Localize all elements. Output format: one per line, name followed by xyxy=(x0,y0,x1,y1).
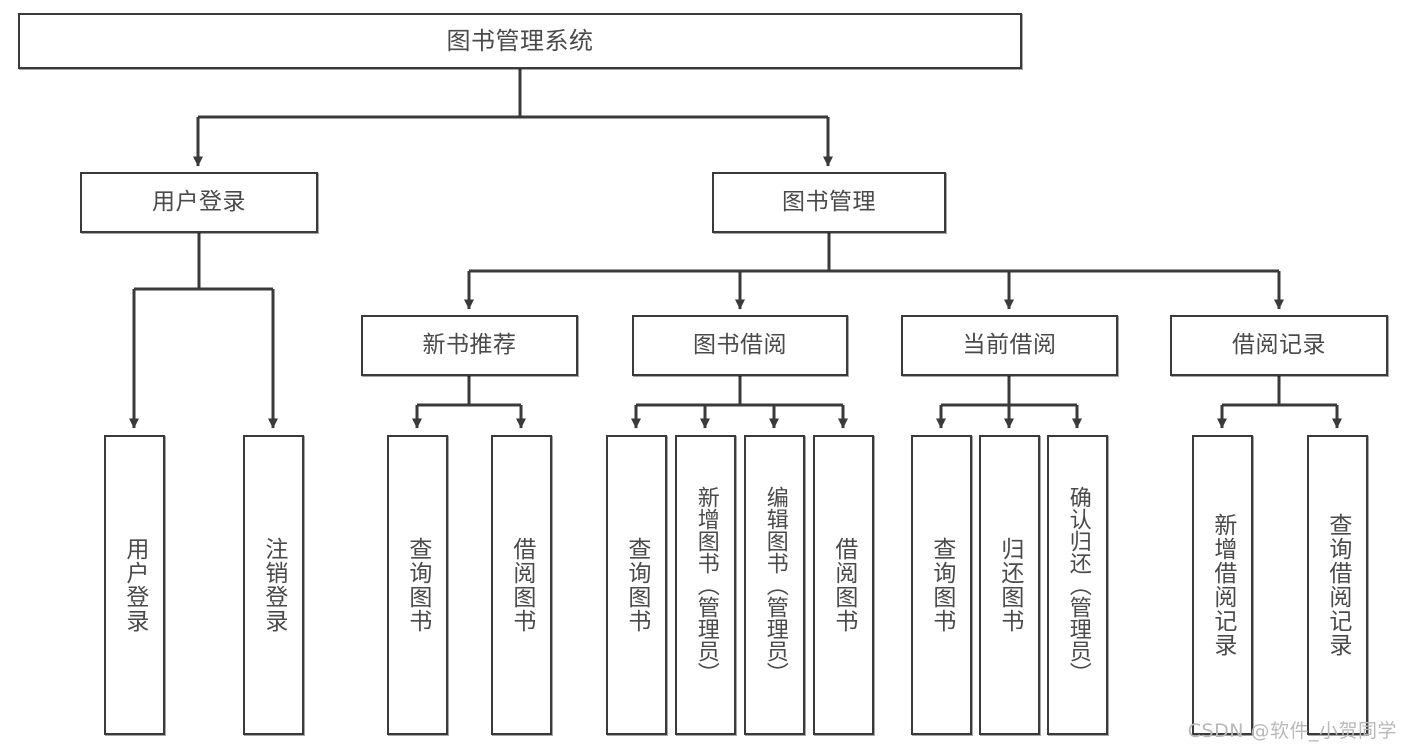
leaf-records-query-record[interactable]: 查询借阅记录 xyxy=(1307,435,1368,735)
leaf-logout[interactable]: 注销登录 xyxy=(243,435,304,735)
node-book-management[interactable]: 图书管理 xyxy=(712,172,946,233)
leaf-newbook-query-book[interactable]: 查询图书 xyxy=(387,435,448,735)
node-label: 用户登录 xyxy=(121,537,148,633)
leaf-user-login[interactable]: 用户登录 xyxy=(104,435,165,735)
leaf-current-confirm-return-admin[interactable]: 确认归还（管理员） xyxy=(1047,435,1108,735)
node-label: 新书推荐 xyxy=(422,331,517,358)
leaf-borrow-add-book-admin[interactable]: 新增图书（管理员） xyxy=(675,435,736,735)
node-label: 查询图书 xyxy=(623,537,650,633)
node-label: 图书管理系统 xyxy=(446,26,594,55)
node-label: 用户登录 xyxy=(152,188,246,215)
node-current-borrow[interactable]: 当前借阅 xyxy=(901,315,1118,376)
node-label: 新增图书（管理员） xyxy=(693,486,719,684)
node-new-book-recommend[interactable]: 新书推荐 xyxy=(361,315,578,376)
node-label: 归还图书 xyxy=(996,537,1023,633)
node-label: 确认归还（管理员） xyxy=(1065,486,1091,684)
leaf-current-return-book[interactable]: 归还图书 xyxy=(979,435,1040,735)
watermark: CSDN @软件_小贺同学 xyxy=(1187,720,1397,742)
leaf-borrow-query-book[interactable]: 查询图书 xyxy=(606,435,667,735)
node-label: 查询借阅记录 xyxy=(1324,513,1351,657)
node-book-borrow[interactable]: 图书借阅 xyxy=(632,315,848,376)
node-root-system[interactable]: 图书管理系统 xyxy=(18,13,1022,69)
node-label: 图书借阅 xyxy=(693,331,787,358)
node-label: 借阅记录 xyxy=(1232,331,1326,358)
node-label: 查询图书 xyxy=(928,537,955,633)
leaf-borrow-borrow-book[interactable]: 借阅图书 xyxy=(813,435,874,735)
node-label: 当前借阅 xyxy=(962,331,1057,358)
node-label: 注销登录 xyxy=(260,537,287,633)
node-label: 查询图书 xyxy=(404,537,431,633)
node-label: 图书管理 xyxy=(782,188,876,215)
node-borrow-records[interactable]: 借阅记录 xyxy=(1170,315,1388,376)
node-label: 编辑图书（管理员） xyxy=(762,486,788,684)
node-label: 新增借阅记录 xyxy=(1209,513,1236,657)
leaf-newbook-borrow-book[interactable]: 借阅图书 xyxy=(491,435,552,735)
node-user-login[interactable]: 用户登录 xyxy=(80,172,318,233)
node-label: 借阅图书 xyxy=(830,537,857,633)
leaf-current-query-book[interactable]: 查询图书 xyxy=(911,435,972,735)
node-label: 借阅图书 xyxy=(508,537,535,633)
leaf-borrow-edit-book-admin[interactable]: 编辑图书（管理员） xyxy=(744,435,805,735)
leaf-records-add-record[interactable]: 新增借阅记录 xyxy=(1192,435,1253,735)
